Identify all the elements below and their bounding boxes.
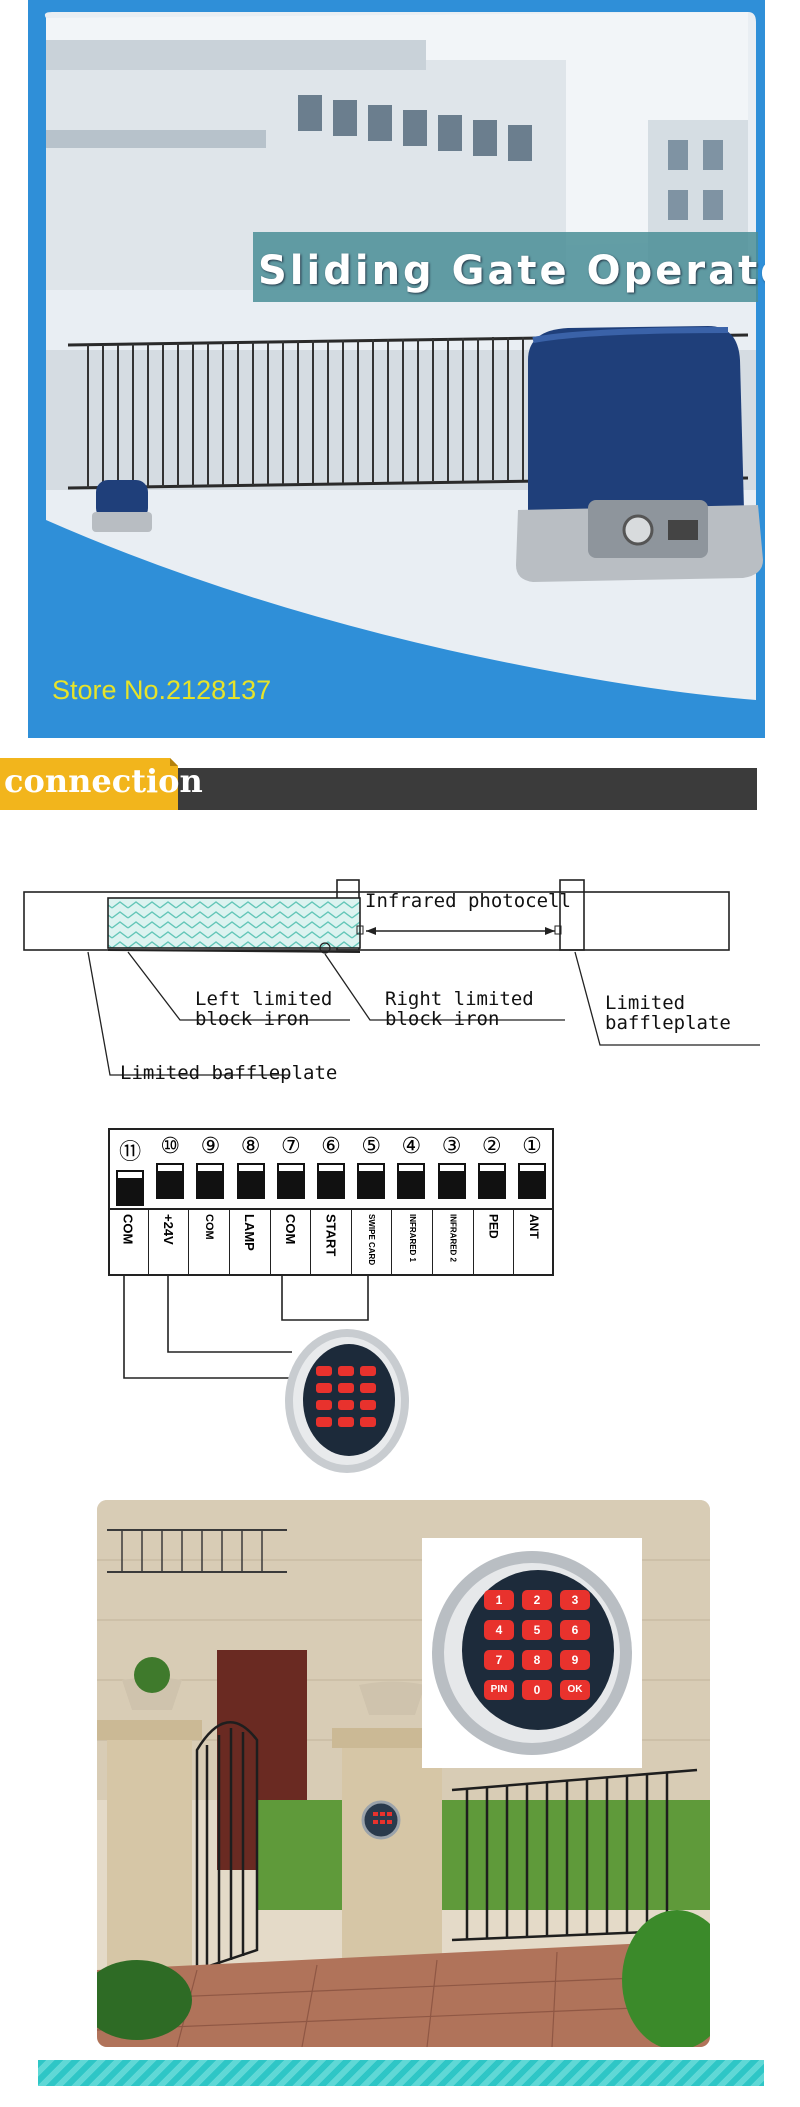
installation-diagram: Infrared photocell Left limited block ir… <box>0 870 800 1110</box>
terminal-screw <box>479 1165 504 1197</box>
keypad-key-pin[interactable]: PIN <box>484 1680 514 1700</box>
keypad-wiring <box>123 1276 369 1379</box>
terminal-screw <box>439 1165 464 1197</box>
terminal-label: COM <box>120 1214 136 1245</box>
terminal-screw <box>158 1165 183 1197</box>
terminal-label-cell: ANT <box>514 1210 554 1276</box>
terminal-label-cell: COM <box>189 1210 230 1276</box>
terminal-2: ② <box>472 1130 512 1274</box>
terminal-label-cell: INFRARED 1 <box>392 1210 434 1276</box>
terminal-screw <box>238 1165 263 1197</box>
terminal-label: START <box>323 1214 339 1257</box>
terminal-label: PED <box>486 1214 501 1239</box>
terminal-label: SWIPE CARD <box>367 1214 377 1266</box>
terminal-6: ⑥ <box>311 1130 351 1274</box>
terminal-number: ⑨ <box>200 1134 221 1159</box>
terminal-label: COM <box>282 1214 298 1245</box>
infrared-photocell-label: Infrared photocell <box>365 890 571 912</box>
keypad-key-ok[interactable]: OK <box>560 1680 590 1700</box>
terminal-4: ④ <box>391 1130 431 1274</box>
terminal-screw <box>198 1165 223 1197</box>
terminal-number: ④ <box>401 1134 422 1159</box>
terminal-number: ⑩ <box>160 1134 181 1159</box>
terminal-11: ⑪ <box>110 1130 150 1274</box>
terminal-number: ⑥ <box>321 1134 341 1159</box>
terminal-label-row: COM +24V COM LAMP COM START SWIPE CARD I… <box>108 1208 554 1276</box>
hero-banner: Sliding Gate Operator Store No.2128137 <box>28 0 765 738</box>
terminal-3: ③ <box>432 1130 472 1274</box>
terminal-screw <box>278 1165 303 1197</box>
terminal-number: ③ <box>441 1134 462 1159</box>
baffleplate-right-line1: Limited <box>605 992 686 1014</box>
right-iron-label-line1: Right limited <box>385 988 534 1010</box>
terminal-label-cell: START <box>311 1210 352 1276</box>
terminal-block: ⑪ ⑩ ⑨ ⑧ ⑦ ⑥ ⑤ ④ <box>108 1128 554 1276</box>
terminal-label-cell: INFRARED 2 <box>433 1210 474 1276</box>
baffleplate-right-line2: baffleplate <box>605 1012 731 1034</box>
right-iron-label-line2: block iron <box>385 1008 500 1030</box>
keypad-key-6[interactable]: 6 <box>560 1620 590 1640</box>
keypad-closeup: 1 2 3 4 5 6 7 8 9 PIN 0 OK <box>422 1538 642 1768</box>
terminal-10: ⑩ <box>150 1130 190 1274</box>
hero-title: Sliding Gate Operator <box>258 248 765 294</box>
terminal-label-cell: +24V <box>149 1210 190 1276</box>
terminal-number: ① <box>522 1134 542 1159</box>
terminal-screw <box>319 1165 344 1197</box>
terminal-label: INFRARED 1 <box>407 1214 417 1263</box>
terminal-7: ⑦ <box>271 1130 311 1274</box>
terminal-5: ⑤ <box>351 1130 391 1274</box>
keypad-key-9[interactable]: 9 <box>560 1650 590 1670</box>
terminal-label-cell: COM <box>271 1210 312 1276</box>
terminal-label: COM <box>203 1214 216 1240</box>
keypad-key-3[interactable]: 3 <box>560 1590 590 1610</box>
terminal-number: ⑧ <box>240 1134 261 1159</box>
store-number: Store No.2128137 <box>52 675 272 705</box>
left-iron-label-line1: Left limited <box>195 988 333 1010</box>
installation-drawing <box>23 879 760 1076</box>
bottom-stripe <box>38 2060 764 2086</box>
keypad-grid: 1 2 3 4 5 6 7 8 9 PIN 0 OK <box>484 1590 594 1700</box>
keypad-diagram-drawing <box>285 1329 409 1473</box>
terminal-screw <box>399 1165 424 1197</box>
terminal-label-cell: COM <box>108 1210 149 1276</box>
terminal-9: ⑨ <box>190 1130 230 1274</box>
connection-label: connection <box>4 762 203 800</box>
terminal-label: INFRARED 2 <box>448 1214 458 1263</box>
terminal-screw <box>359 1165 384 1197</box>
left-iron-label-line2: block iron <box>195 1008 310 1030</box>
terminal-row: ⑪ ⑩ ⑨ ⑧ ⑦ ⑥ ⑤ ④ <box>110 1130 552 1274</box>
terminal-screw <box>118 1172 143 1204</box>
keypad-key-5[interactable]: 5 <box>522 1620 552 1640</box>
terminal-label: LAMP <box>242 1214 258 1251</box>
terminal-8: ⑧ <box>231 1130 271 1274</box>
keypad-key-2[interactable]: 2 <box>522 1590 552 1610</box>
connection-bar-shape <box>0 758 757 810</box>
connection-bar: connection <box>0 758 757 810</box>
terminal-label-cell: PED <box>474 1210 515 1276</box>
terminal-number: ⑪ <box>119 1140 142 1165</box>
keypad-key-1[interactable]: 1 <box>484 1590 514 1610</box>
keypad-key-4[interactable]: 4 <box>484 1620 514 1640</box>
keypad-diagram <box>283 1328 411 1474</box>
terminal-number: ⑤ <box>361 1134 382 1159</box>
terminal-label: +24V <box>160 1214 176 1245</box>
terminal-label: ANT <box>527 1214 542 1239</box>
terminal-1: ① <box>512 1130 552 1274</box>
hero-scene <box>44 12 763 700</box>
terminal-label-cell: LAMP <box>230 1210 271 1276</box>
terminal-screw <box>519 1165 544 1197</box>
terminal-number: ② <box>481 1134 502 1159</box>
keypad-key-8[interactable]: 8 <box>522 1650 552 1670</box>
keypad-key-7[interactable]: 7 <box>484 1650 514 1670</box>
terminal-label-cell: SWIPE CARD <box>352 1210 393 1276</box>
keypad-key-0[interactable]: 0 <box>522 1680 552 1700</box>
baffleplate-left-label: Limited baffleplate <box>120 1062 338 1084</box>
terminal-number: ⑦ <box>280 1134 301 1159</box>
